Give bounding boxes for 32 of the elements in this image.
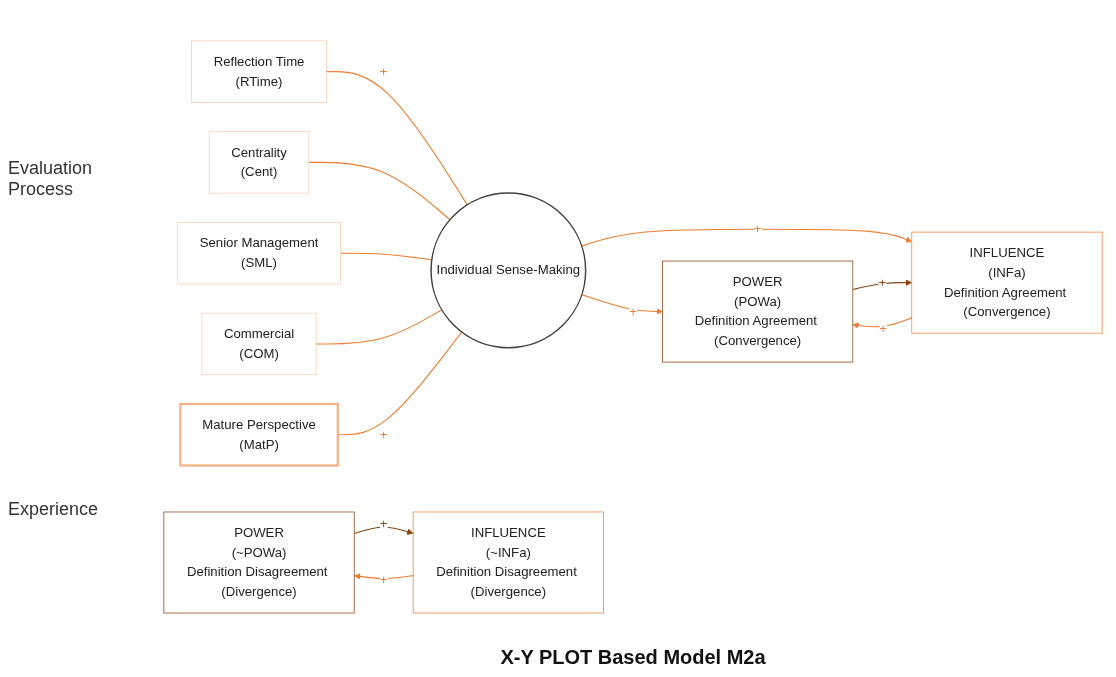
node-box: INFLUENCE (INFa) Definition Agreement (Convergence)	[911, 231, 1103, 334]
node-box: Senior Management (SML)	[177, 222, 341, 285]
caption: X-Y PLOT Based Model M2a	[500, 646, 766, 669]
arrow	[852, 279, 913, 291]
group-label: Evaluation Process	[8, 157, 94, 200]
edge-label: +	[878, 275, 887, 290]
arrow	[581, 228, 913, 247]
arrow	[852, 317, 913, 329]
connector	[339, 252, 433, 261]
connector	[308, 161, 451, 221]
connector	[337, 331, 463, 436]
edge-label: +	[879, 320, 887, 336]
edge-label: +	[379, 516, 388, 532]
group-label: Experience	[8, 498, 100, 520]
edge-label: +	[379, 63, 388, 79]
node-box: Mature Perspective (MatP)	[179, 402, 339, 467]
edge-label: +	[379, 427, 388, 442]
arrow	[581, 294, 663, 315]
connector	[325, 71, 468, 206]
arrow	[353, 573, 414, 580]
node-box: Commercial (COM)	[201, 312, 317, 376]
edge-label: +	[753, 221, 762, 237]
edge-label: +	[379, 572, 388, 587]
node-box: POWER (~POWa) Definition Disagreement (Divergence)	[163, 511, 355, 614]
node-circle: Individual Sense-Making	[430, 192, 587, 349]
node-box: Centrality (Cent)	[208, 131, 310, 194]
edge-label: +	[629, 303, 637, 319]
node-box: POWER (POWa) Definition Agreement (Convergence)	[662, 260, 854, 363]
node-box: INFLUENCE (~INFa) Definition Disagreement (Divergence)	[412, 511, 604, 614]
node-box: Reflection Time (RTime)	[191, 40, 327, 103]
connector	[315, 309, 443, 345]
arrow	[353, 526, 414, 535]
